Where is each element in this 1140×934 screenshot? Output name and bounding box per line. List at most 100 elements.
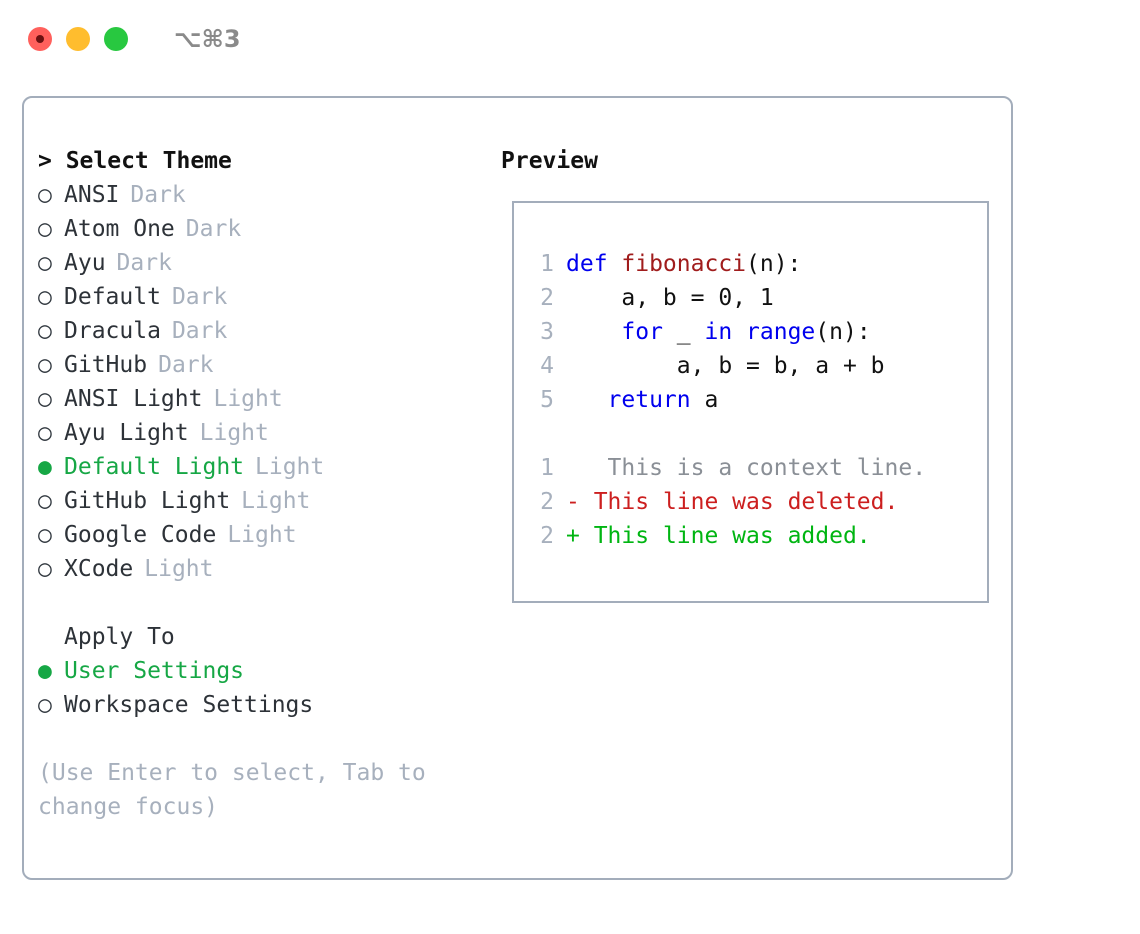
code-token: range — [746, 319, 816, 345]
hint-spacer — [38, 722, 498, 756]
theme-option-atom-one[interactable]: ○ Atom One Dark — [38, 212, 498, 246]
code-token — [566, 319, 621, 345]
radio-selected-icon: ● — [38, 658, 52, 684]
theme-option-tag: Light — [255, 454, 325, 480]
theme-option-label: Google Code — [64, 522, 217, 548]
radio-unselected-icon: ○ — [38, 556, 52, 582]
code-line: 5 return a — [526, 383, 926, 417]
line-number: 1 — [540, 455, 554, 481]
theme-option-tag: Dark — [185, 216, 242, 242]
code-blank-line — [526, 417, 926, 451]
maximize-window-button[interactable] — [104, 27, 128, 51]
code-token: for — [621, 319, 663, 345]
diff-line-text: This is a context line. — [593, 455, 927, 481]
code-line-text: def fibonacci(n): — [566, 247, 801, 281]
preview-heading: Preview — [501, 148, 598, 174]
diff-line-add: 2 + This line was added. — [526, 519, 926, 553]
minimize-window-button[interactable] — [66, 27, 90, 51]
close-window-button[interactable] — [28, 27, 52, 51]
theme-option-label: GitHub — [64, 352, 148, 378]
theme-option-label: Default Light — [64, 454, 245, 480]
apply-to-option-user-settings[interactable]: ● User Settings — [38, 654, 498, 688]
theme-option-github[interactable]: ○ GitHub Dark — [38, 348, 498, 382]
title-bar: ⌥⌘3 — [0, 0, 1140, 78]
line-number: 2 — [540, 285, 554, 311]
diff-line-ctx: 1 This is a context line. — [526, 451, 926, 485]
code-token: (n): — [815, 319, 871, 345]
code-token: a, b = 0, 1 — [566, 285, 774, 311]
theme-option-tag: Light — [227, 522, 297, 548]
code-line-text: a, b = 0, 1 — [566, 281, 774, 315]
theme-option-label: Ayu Light — [64, 420, 189, 446]
radio-unselected-icon: ○ — [38, 488, 52, 514]
theme-option-label: Default — [64, 284, 161, 310]
line-number: 1 — [540, 251, 554, 277]
theme-option-tag: Dark — [130, 182, 186, 208]
code-token — [566, 387, 608, 413]
theme-option-tag: Light — [144, 556, 214, 582]
radio-unselected-icon: ○ — [38, 522, 52, 548]
select-theme-heading: > Select Theme — [38, 148, 232, 174]
theme-option-label: ANSI — [64, 182, 120, 208]
line-number: 3 — [540, 319, 554, 345]
apply-to-option-workspace-settings[interactable]: ○Workspace Settings — [38, 688, 498, 722]
radio-unselected-icon: ○ — [38, 420, 52, 446]
theme-option-label: Atom One — [64, 216, 175, 242]
apply-to-list[interactable]: ● User Settings ○Workspace Settings — [38, 654, 498, 722]
theme-option-ansi-light[interactable]: ○ ANSI Light Light — [38, 382, 498, 416]
theme-option-default[interactable]: ○ Default Dark — [38, 280, 498, 314]
radio-unselected-icon: ○ — [38, 284, 52, 310]
theme-option-label: Ayu — [64, 250, 106, 276]
code-line-text: for _ in range(n): — [566, 315, 871, 349]
code-token: def — [566, 251, 622, 277]
line-number: 4 — [540, 353, 554, 379]
theme-option-tag: Light — [213, 386, 283, 412]
radio-unselected-icon: ○ — [38, 352, 52, 378]
line-number: 2 — [540, 523, 554, 549]
code-token: a, b = b, a + b — [566, 353, 885, 379]
theme-option-ayu[interactable]: ○ Ayu Dark — [38, 246, 498, 280]
theme-option-tag: Dark — [158, 352, 214, 378]
line-number: 5 — [540, 387, 554, 413]
theme-option-tag: Dark — [171, 284, 228, 310]
theme-option-label: GitHub Light — [64, 488, 231, 514]
keyboard-hint-text: (Use Enter to select, Tab to change focu… — [38, 760, 426, 820]
code-token: a — [690, 387, 719, 413]
code-line: 3 for _ in range(n): — [526, 315, 926, 349]
diff-line-text: This line was added. — [593, 523, 871, 549]
radio-unselected-icon: ○ — [38, 386, 52, 412]
radio-unselected-icon: ○ — [38, 216, 52, 242]
code-line-text: return a — [566, 383, 719, 417]
theme-option-label: ANSI Light — [64, 386, 203, 412]
theme-option-tag: Dark — [116, 250, 172, 276]
line-number: 2 — [540, 489, 554, 515]
code-line-text: a, b = b, a + b — [566, 349, 885, 383]
radio-unselected-icon: ○ — [38, 692, 52, 718]
theme-option-label: Dracula — [64, 318, 161, 344]
apply-to-option-label: User Settings — [64, 658, 245, 684]
code-token: _ — [662, 319, 705, 345]
diff-marker: - — [566, 489, 594, 515]
radio-unselected-icon: ○ — [38, 318, 52, 344]
radio-unselected-icon: ○ — [38, 250, 52, 276]
code-line: 4 a, b = b, a + b — [526, 349, 926, 383]
code-token: (n): — [746, 251, 802, 277]
list-spacer — [38, 586, 498, 620]
diff-line-text: This line was deleted. — [593, 489, 899, 515]
code-line: 2 a, b = 0, 1 — [526, 281, 926, 315]
diff-line-del: 2- This line was deleted. — [526, 485, 926, 519]
theme-option-google-code[interactable]: ○ Google Code Light — [38, 518, 498, 552]
apply-to-heading: Apply To — [64, 624, 175, 650]
diff-marker: + — [566, 523, 594, 549]
